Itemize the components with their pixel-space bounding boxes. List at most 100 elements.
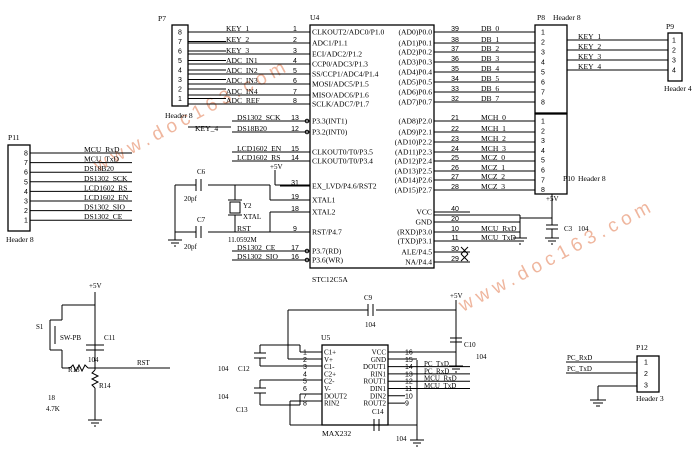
- pin-number: 3: [303, 364, 307, 371]
- pin-name: (TXD)P3.1: [398, 237, 433, 246]
- pin-number: 9: [293, 226, 297, 233]
- pin-name: MISO/ADC6/P1.6: [312, 91, 369, 100]
- pin-name: ECI/ADC2/P1.2: [312, 50, 362, 59]
- pin-name: DIN1: [370, 385, 386, 393]
- u4-power-wires: [274, 170, 559, 245]
- pin-name: GND: [416, 218, 433, 227]
- pin-number: 4: [541, 60, 545, 67]
- net-pc-txd: PC_TxD: [567, 365, 592, 373]
- c13-value: 104: [218, 393, 229, 401]
- pin-name: V+: [324, 356, 333, 364]
- c3-label: C3: [564, 225, 573, 233]
- pin-name: (AD7)P0.7: [398, 98, 432, 107]
- pin-number: 11: [405, 386, 412, 393]
- p9-ref: P9: [666, 22, 674, 31]
- net-label: LCD1602_RS: [237, 153, 280, 162]
- pin-name: (AD10)P2.2: [395, 138, 433, 147]
- y2-label: Y2: [243, 202, 252, 210]
- pin-number: 8: [303, 401, 307, 408]
- net-label: MCU_RxD: [424, 375, 457, 383]
- pin-number: 10: [405, 393, 413, 400]
- p12-pins: 123: [644, 360, 648, 390]
- pin-name: (AD0)P0.0: [398, 28, 432, 37]
- pin-name: (AD4)P0.4: [398, 68, 432, 77]
- pin-number: 39: [451, 26, 459, 33]
- pin-number: 2: [644, 371, 648, 378]
- s1-label: S1: [36, 323, 44, 331]
- net-label: MCH_3: [481, 144, 506, 153]
- pin-name: C1-: [324, 363, 335, 371]
- watermark-text: www.doc163.com: [455, 195, 659, 317]
- pin-number: 9: [405, 401, 409, 408]
- pin-number: 37: [451, 46, 459, 53]
- pin-number: 14: [291, 155, 299, 162]
- net-label: MCZ_2: [481, 172, 505, 181]
- r13-label: R13: [68, 366, 80, 374]
- pin-name: ROUT1: [363, 378, 386, 386]
- net-label: DB_2: [481, 44, 499, 53]
- pin-number: 12: [291, 126, 299, 133]
- c7-value: 20pf: [184, 243, 198, 251]
- net-label: MCZ_3: [481, 182, 505, 191]
- pin-number: 34: [451, 76, 459, 83]
- c13-label: C13: [236, 406, 248, 414]
- pin-number: 1: [293, 26, 297, 33]
- p11-ref: P11: [8, 133, 20, 142]
- pin-number: 5: [293, 68, 297, 75]
- pin-number: 5: [178, 58, 182, 65]
- pin-number: 10: [451, 226, 459, 233]
- net-label: DB_6: [481, 84, 499, 93]
- net-label: DS1302_SIO: [84, 203, 125, 212]
- ground-symbol: [590, 399, 606, 407]
- p7-body: [171, 24, 189, 107]
- pin-name: VCC: [416, 208, 432, 217]
- pin-name: (AD14)P2.6: [395, 176, 433, 185]
- c12-value: 104: [218, 365, 229, 373]
- pin-number: 22: [451, 126, 459, 133]
- net-label: DS1302_SIO: [237, 252, 278, 261]
- c9-value: 104: [365, 321, 376, 329]
- pin-name: CLKOUT0/T0/P3.4: [312, 157, 373, 166]
- pin-name: MOSI/ADC5/P1.5: [312, 80, 369, 89]
- net-label: MCZ_0: [481, 153, 505, 162]
- net-label: PC_RxD: [424, 367, 449, 375]
- pin-name: NA/P4.4: [405, 258, 432, 267]
- net-label: LCD1602_RS: [84, 183, 127, 192]
- net-label: DS1302_CE: [237, 243, 276, 252]
- pin-number: 7: [541, 177, 545, 184]
- pin-number: 2: [672, 48, 676, 55]
- c12-label: C12: [238, 365, 250, 373]
- pin-number: 2: [293, 37, 297, 44]
- c14-label: C14: [372, 408, 384, 416]
- pin-number: 4: [24, 189, 28, 196]
- pin-name: (AD6)P0.6: [398, 88, 432, 97]
- pin-number: 18: [291, 206, 299, 213]
- pin-number: 24: [451, 146, 459, 153]
- pin-number: 31: [291, 180, 299, 187]
- pin-number: 8: [541, 100, 545, 107]
- pin-name: P3.2(INT0): [312, 128, 348, 137]
- pin-name: DOUT2: [324, 392, 347, 400]
- net-label: KEY_3: [226, 46, 249, 55]
- net-label: KEY_1: [226, 24, 249, 33]
- pin-number: 8: [541, 187, 545, 194]
- net-label: DB_1: [481, 35, 499, 44]
- pin-number: 3: [178, 77, 182, 84]
- p8-body: [534, 24, 568, 114]
- net-label: LCD1602_EN: [237, 144, 282, 153]
- pin-name: P3.3(INT1): [312, 117, 348, 126]
- net-label: ADC_REF: [226, 96, 260, 105]
- reset-circuit: [49, 292, 170, 427]
- pin-number: 2: [303, 357, 307, 364]
- pin-number: 7: [303, 393, 307, 400]
- pin-name: C2+: [324, 370, 336, 378]
- pin-name: (AD3)P0.3: [398, 58, 432, 67]
- net-label: KEY_3: [578, 52, 601, 61]
- no-connect-marks: [460, 246, 469, 262]
- net-label: MCZ_1: [481, 163, 505, 172]
- pin-number: 3: [541, 50, 545, 57]
